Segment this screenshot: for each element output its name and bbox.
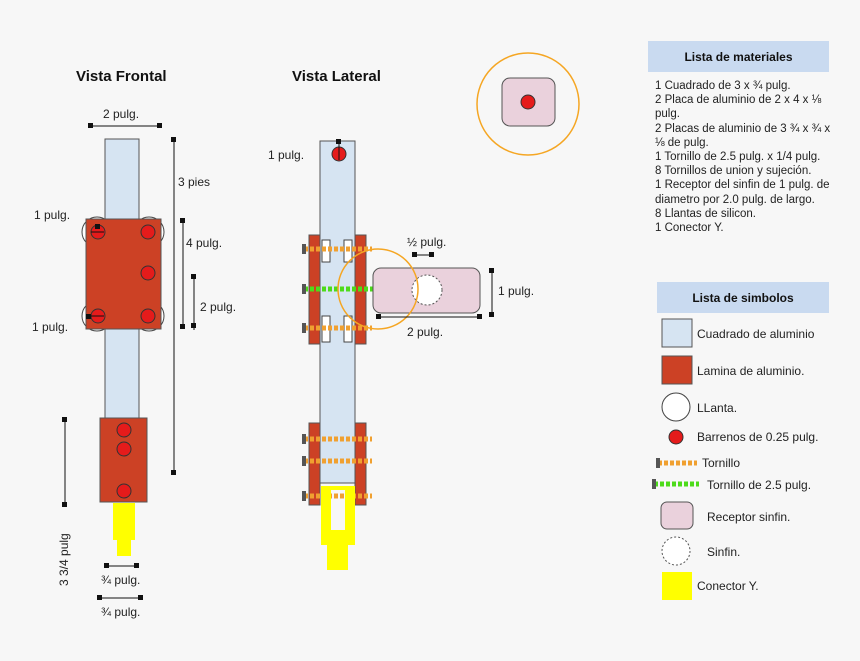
front-hole-label-bottom: 1 pulg. (32, 320, 69, 334)
legend-label-tire: LLanta. (697, 401, 738, 415)
side-dim-receiver-w: 2 pulg. (407, 325, 444, 339)
materials-list: 1 Cuadrado de 3 x ¾ pulg. 2 Placa de alu… (655, 79, 835, 235)
worm-receiver (660, 501, 694, 530)
front-hole (116, 422, 132, 438)
front-dim-connector-1: ¾ pulg. (101, 573, 141, 587)
side-hole-label: 1 pulg. (268, 148, 305, 162)
front-hole (140, 265, 156, 281)
side-lower-plate-right (354, 422, 367, 506)
side-aluminum-square (319, 140, 356, 484)
materials-item: 8 Tornillos de union y sujeción. (655, 165, 812, 178)
aluminum-sheet-swatch (661, 355, 693, 385)
materials-item: 1 Receptor del sinfin de 1 pulg. de diam… (655, 179, 830, 206)
symbols-legend-icons (652, 318, 699, 600)
front-dim-connector-2: ¾ pulg. (101, 605, 141, 619)
front-hole (140, 224, 156, 240)
aluminum-square-swatch (661, 318, 693, 348)
front-hole (116, 441, 132, 457)
front-dim-plate: 4 pulg. (186, 236, 223, 250)
front-view (62, 123, 196, 600)
materials-item: 2 Placas de aluminio de 3 ¾ x ¾ x ⅛ de p… (655, 122, 831, 149)
side-y-connector (321, 486, 355, 570)
front-y-connector (113, 503, 135, 556)
front-hole-label-top: 1 pulg. (34, 208, 71, 222)
side-dim-half: ½ pulg. (407, 235, 447, 249)
front-hole (140, 308, 156, 324)
legend-label-aluminum-square: Cuadrado de aluminio (697, 327, 815, 341)
front-dim-top: 2 pulg. (103, 107, 140, 121)
drill-hole-dot (668, 429, 684, 445)
legend-label-drill-hole: Barrenos de 0.25 pulg. (697, 430, 819, 444)
side-view-title: Vista Lateral (292, 68, 381, 85)
worm-dotted-circle (661, 536, 691, 566)
materials-item: 8 Llantas de silicon. (655, 207, 757, 220)
side-view (302, 139, 494, 570)
legend-label-worm-receiver: Receptor sinfin. (707, 510, 791, 524)
legend-label-y-connector: Conector Y. (697, 579, 759, 593)
legend-label-screw: Tornillo (702, 456, 741, 470)
detail-view (476, 52, 580, 156)
legend-label-long-screw: Tornillo de 2.5 pulg. (707, 478, 812, 492)
detail-hole (520, 94, 536, 110)
y-connector-swatch (662, 572, 692, 600)
front-dim-bottom-block: 3 3/4 pulg (57, 533, 71, 586)
front-view-title: Vista Frontal (76, 68, 167, 85)
materials-item: 1 Cuadrado de 3 x ¾ pulg. (655, 80, 791, 92)
symbols-title: Lista de simbolos (657, 282, 829, 313)
materials-item: 1 Tornillo de 2.5 pulg. x 1/4 pulg. (655, 151, 821, 164)
tire-circle (661, 392, 691, 422)
side-highlight-circle (337, 248, 419, 330)
legend-label-aluminum-sheet: Lamina de aluminio. (697, 364, 805, 378)
side-lower-plate-left (308, 422, 321, 506)
front-dim-height: 3 pies (178, 175, 211, 189)
materials-title: Lista de materiales (648, 41, 829, 72)
materials-item: 2 Placa de aluminio de 2 x 4 x ⅛ pulg. (655, 94, 822, 121)
side-worm (411, 274, 443, 306)
front-dim-holes: 2 pulg. (200, 300, 237, 314)
side-dim-receiver-h: 1 pulg. (498, 284, 535, 298)
legend-label-worm: Sinfin. (707, 545, 741, 559)
front-hole (116, 483, 132, 499)
materials-item: 1 Conector Y. (655, 222, 724, 235)
